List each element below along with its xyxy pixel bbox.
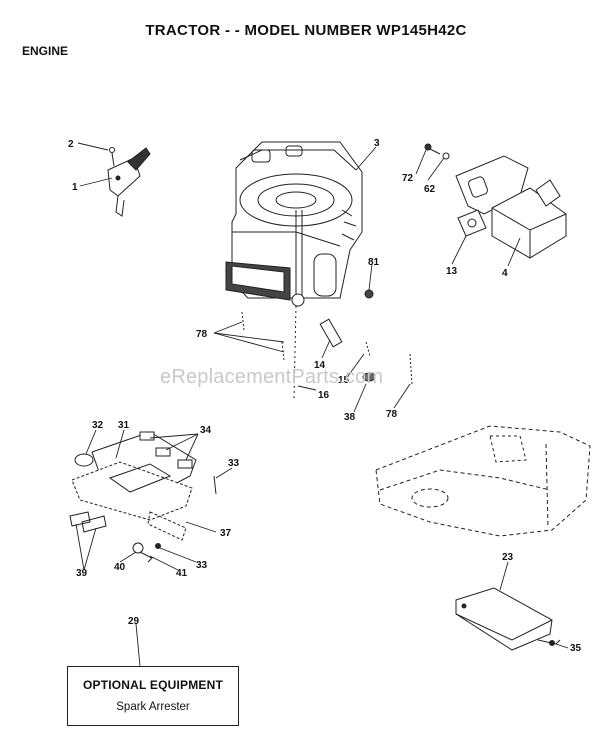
callout-label: 3 (374, 138, 380, 149)
callout-label: 4 (502, 268, 508, 279)
callout-label: 29 (128, 616, 140, 627)
callout-label: 13 (446, 266, 458, 277)
heat-shield-drawing (455, 587, 561, 651)
callout-label: 39 (76, 568, 88, 579)
callout-label: 40 (114, 562, 126, 573)
callout-label: 33 (196, 560, 208, 571)
fasteners-drawing (241, 289, 413, 385)
callout-label: 38 (344, 412, 356, 423)
callout-label: 15 (338, 375, 350, 386)
callout-label: 72 (402, 173, 414, 184)
callout-label: 16 (318, 390, 330, 401)
callout-label: 62 (424, 184, 436, 195)
callout-label: 32 (92, 420, 104, 431)
callout-label: 14 (314, 360, 326, 371)
leader-lines (75, 142, 569, 667)
optional-equipment-item: Spark Arrester (116, 701, 190, 713)
optional-equipment-title: OPTIONAL EQUIPMENT (82, 678, 224, 692)
watermark-text: eReplacementParts.com (160, 366, 384, 388)
callout-label: 78 (386, 409, 398, 420)
callout-label: 37 (220, 528, 232, 539)
callout-label: 2 (68, 139, 74, 150)
section-label: ENGINE (22, 44, 69, 58)
optional-equipment-box: OPTIONAL EQUIPMENT Spark Arrester (67, 666, 239, 726)
callout-label: 35 (570, 643, 582, 654)
callout-label: 33 (228, 458, 240, 469)
callout-labels: 2 1 3 72 62 81 13 4 78 14 15 16 38 78 32… (68, 138, 582, 654)
callout-label: 81 (368, 257, 380, 268)
frame-drawing (375, 425, 591, 537)
callout-label: 31 (118, 420, 130, 431)
callout-label: 34 (200, 425, 212, 436)
callout-label: 41 (176, 568, 188, 579)
callout-label: 78 (196, 329, 208, 340)
muffler-drawing (424, 143, 567, 259)
callout-label: 23 (502, 552, 514, 563)
engine-drawing (225, 141, 363, 399)
page-title: TRACTOR - - MODEL NUMBER WP145H42C (145, 22, 467, 39)
throttle-control-drawing (107, 147, 151, 217)
callout-label: 1 (72, 182, 78, 193)
